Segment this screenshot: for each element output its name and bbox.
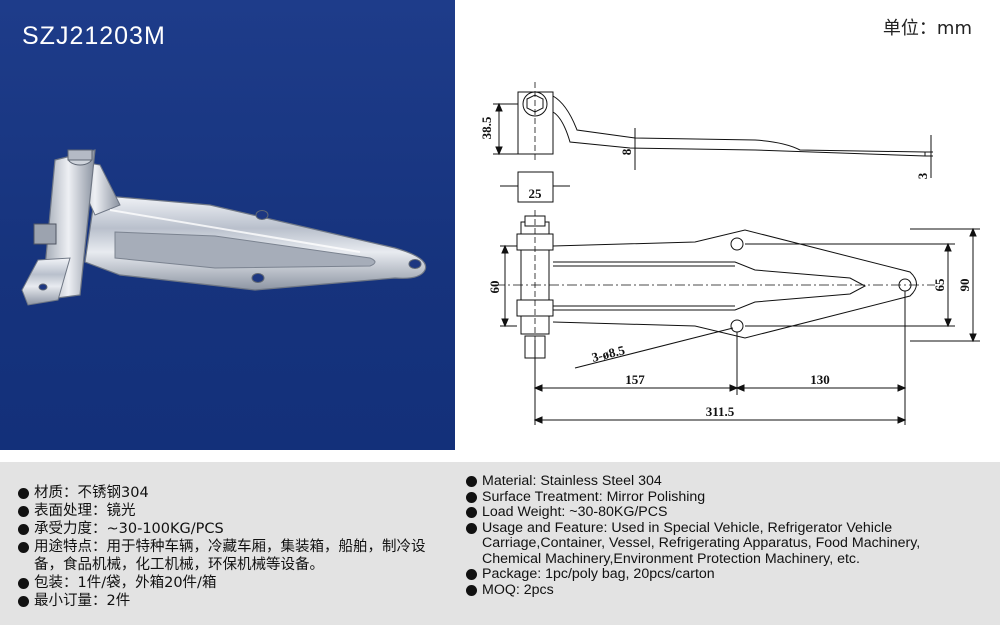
dim-total-width: 90 <box>957 279 972 292</box>
dim-thickness-3: 3 <box>915 172 930 179</box>
bullet-icon <box>466 507 477 518</box>
bullet-icon <box>18 488 29 499</box>
spec-en-material: Material: Stainless Steel 304 <box>466 473 936 490</box>
dim-offset-130: 130 <box>810 372 830 387</box>
bullet-icon <box>466 522 477 534</box>
bullet-icon <box>18 596 29 607</box>
spec-en-moq: MOQ: 2pcs <box>466 582 936 599</box>
dim-hole-spacing: 65 <box>932 278 947 292</box>
side-view <box>493 82 933 203</box>
spec-en-load: Load Weight: ~30-80KG/PCS <box>466 504 936 521</box>
spec-en-surface: Surface Treatment: Mirror Polishing <box>466 489 936 506</box>
spec-zh-moq: 最小订量：2件 <box>18 592 438 610</box>
dim-holes: 3-ø8.5 <box>590 342 627 365</box>
dim-height: 38.5 <box>479 116 494 139</box>
specs-chinese: 材质：不锈钢304 表面处理：镜光 承受力度：~30-100KG/PCS 用途特… <box>18 484 438 610</box>
bullet-icon <box>466 569 477 580</box>
unit-label: 单位：mm <box>882 18 972 39</box>
bullet-icon <box>18 578 29 589</box>
dim-offset-157: 157 <box>625 372 645 387</box>
dim-pin-width: 25 <box>529 186 543 201</box>
bullet-icon <box>466 584 477 596</box>
bullet-icon <box>18 524 29 535</box>
model-code: SZJ21203M <box>22 22 166 50</box>
bullet-icon <box>466 491 477 503</box>
spec-panel: 材质：不锈钢304 表面处理：镜光 承受力度：~30-100KG/PCS 用途特… <box>0 462 1000 625</box>
bullet-icon <box>466 476 477 487</box>
dim-thickness-8: 8 <box>619 148 634 155</box>
spec-zh-usage: 用途特点：用于特种车辆，冷藏车厢，集装箱，船舶，制冷设备，食品机械，化工机械，环… <box>18 538 438 574</box>
dim-leaf-width: 60 <box>487 281 502 294</box>
technical-drawing: 38.5 8 3 25 60 65 90 3-ø8.5 157 130 311.… <box>479 82 980 425</box>
bullet-icon <box>18 506 29 517</box>
spec-en-usage: Usage and Feature: Used in Special Vehic… <box>466 520 936 568</box>
product-photo-panel: SZJ21203M <box>0 0 455 450</box>
spec-zh-package: 包装：1件/袋，外箱20件/箱 <box>18 574 438 592</box>
hinge-photo <box>21 149 427 306</box>
specs-english: Material: Stainless Steel 304 Surface Tr… <box>466 473 936 599</box>
dim-total-length: 311.5 <box>706 404 735 419</box>
spec-zh-material: 材质：不锈钢304 <box>18 484 438 502</box>
spec-zh-surface: 表面处理：镜光 <box>18 502 438 520</box>
spec-zh-load: 承受力度：~30-100KG/PCS <box>18 520 438 538</box>
spec-en-package: Package: 1pc/poly bag, 20pcs/carton <box>466 566 936 583</box>
bullet-icon <box>18 542 29 553</box>
top-view <box>495 210 980 425</box>
